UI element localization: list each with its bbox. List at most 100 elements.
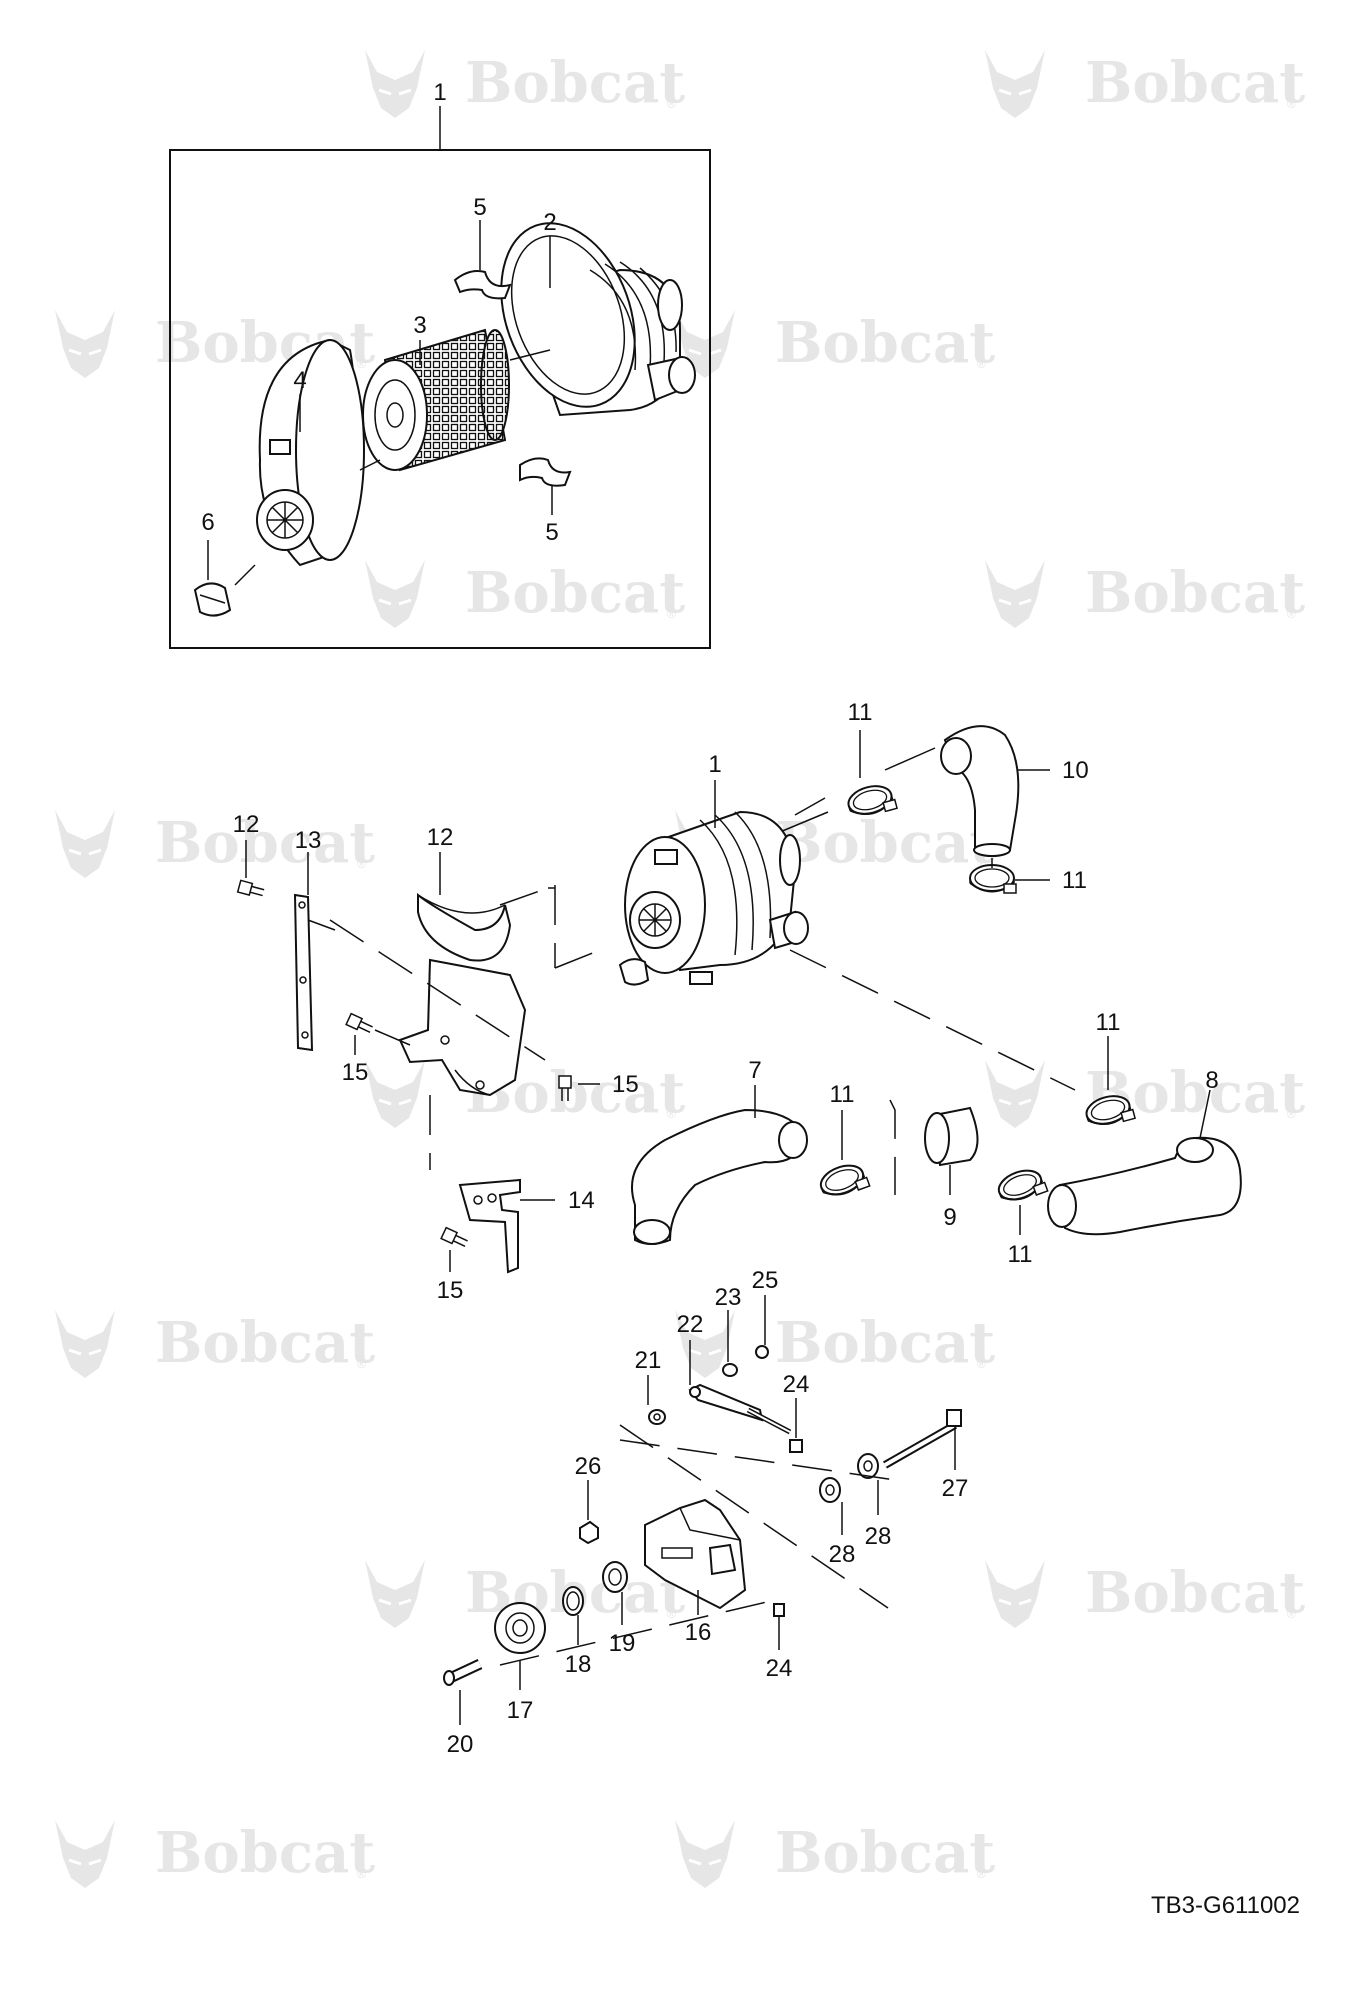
callout-label: 11	[830, 1081, 855, 1108]
svg-text:Bobcat: Bobcat	[155, 1820, 375, 1886]
brand-logo-icon	[363, 558, 427, 630]
hose-clamp	[993, 1163, 1049, 1208]
svg-text:Bobcat: Bobcat	[1085, 560, 1305, 626]
retaining-clip	[453, 270, 512, 300]
svg-text:®: ®	[667, 97, 676, 111]
hose-clamp	[815, 1158, 871, 1203]
rubber-isolator	[602, 1561, 628, 1593]
callout-label: 24	[783, 1371, 810, 1398]
hex-nut	[579, 1520, 599, 1545]
watermark: Bobcat ®	[983, 48, 1305, 120]
callout-label: 1	[708, 751, 721, 778]
callout-label: 15	[342, 1059, 369, 1086]
svg-text:®: ®	[977, 1357, 986, 1371]
air-cleaner-cover	[256, 338, 365, 567]
svg-text:®: ®	[977, 357, 986, 371]
svg-text:®: ®	[357, 1867, 366, 1881]
callout-label: 26	[575, 1453, 602, 1480]
watermark: Bobcat ®	[53, 1308, 375, 1380]
brand-logo-icon	[363, 1558, 427, 1630]
watermark: Bobcat ®	[983, 558, 1305, 630]
callout-label: 9	[943, 1204, 956, 1231]
bolt	[789, 1439, 803, 1453]
brand-logo-icon	[983, 558, 1047, 630]
callout-label: 7	[748, 1057, 761, 1084]
callout-label: 16	[685, 1619, 712, 1646]
callout-label: 20	[447, 1731, 474, 1758]
callout-label: 14	[568, 1187, 595, 1214]
shoulder-bolt	[443, 1659, 483, 1686]
watermark: Bobcat ®	[53, 808, 375, 880]
brand-logo-icon	[983, 1058, 1047, 1130]
hex-nut	[755, 1345, 769, 1359]
bolt	[440, 1226, 470, 1250]
callout-label: 12	[427, 824, 454, 851]
hose-coupling	[924, 1106, 979, 1167]
callout-label: 8	[1205, 1067, 1218, 1094]
watermark: Bobcat ®	[673, 808, 995, 880]
svg-text:®: ®	[667, 1107, 676, 1121]
svg-text:Bobcat: Bobcat	[775, 1310, 995, 1376]
callout-label: 3	[413, 312, 426, 339]
air-cleaner-assembly-exploded: 1 2 3	[169, 79, 711, 649]
rubber-mount	[494, 1602, 546, 1654]
watermark: Bobcat ®	[673, 1308, 995, 1380]
callout-label: 18	[565, 1651, 592, 1678]
long-bolt	[883, 1409, 962, 1469]
svg-text:®: ®	[357, 857, 366, 871]
callout-label: 15	[437, 1277, 464, 1304]
callout-label: 23	[715, 1284, 742, 1311]
callout-label: 10	[1062, 757, 1089, 784]
callout-label: 13	[295, 827, 322, 854]
svg-text:Bobcat: Bobcat	[775, 310, 995, 376]
brand-logo-icon	[673, 1818, 737, 1890]
air-cleaner-housing	[500, 222, 696, 417]
snap-ring	[562, 1586, 584, 1616]
mounting-plate	[644, 1498, 747, 1610]
mounting-strap	[293, 893, 314, 1052]
svg-text:®: ®	[1287, 607, 1296, 621]
svg-text:Bobcat: Bobcat	[775, 810, 995, 876]
watermark: Bobcat ®	[673, 1818, 995, 1890]
brand-logo-icon	[53, 808, 117, 880]
svg-text:Bobcat: Bobcat	[155, 1310, 375, 1376]
svg-text:Bobcat: Bobcat	[155, 810, 375, 876]
bolt	[773, 1603, 785, 1617]
air-cleaner-mounting-and-hoses: 10 11 11 1	[233, 699, 1242, 1304]
watermark: Bobcat ®	[673, 308, 995, 380]
callout-label: 11	[1062, 867, 1087, 894]
svg-text:®: ®	[977, 857, 986, 871]
callout-label: 11	[1096, 1009, 1121, 1036]
svg-text:Bobcat: Bobcat	[465, 560, 685, 626]
callout-label: 28	[829, 1541, 856, 1568]
watermark: Bobcat ®	[983, 1558, 1305, 1630]
svg-text:Bobcat: Bobcat	[1085, 1560, 1305, 1626]
callout-label: 1	[433, 79, 446, 106]
watermark: Bobcat ®	[363, 48, 685, 120]
brand-logo-icon	[363, 1058, 427, 1130]
callout-label: 27	[942, 1475, 969, 1502]
svg-text:®: ®	[1287, 1107, 1296, 1121]
vacuator-valve	[193, 582, 232, 617]
mounting-bracket	[398, 958, 527, 1097]
brand-logo-icon	[53, 1308, 117, 1380]
bolt	[345, 1012, 375, 1036]
watermark: Bobcat ®	[363, 558, 685, 630]
svg-text:®: ®	[1287, 1607, 1296, 1621]
filter-element	[362, 328, 510, 472]
callout-label: 4	[293, 367, 306, 394]
watermark: Bobcat ®	[53, 1818, 375, 1890]
brand-logo-icon	[983, 1558, 1047, 1630]
svg-text:®: ®	[667, 607, 676, 621]
callout-label: 21	[635, 1347, 662, 1374]
brand-logo-icon	[53, 1818, 117, 1890]
brand-watermark-layer: Bobcat ® Bobcat ® Bobcat ® Bobcat ® Bobc…	[53, 48, 1305, 1890]
document-id: TB3-G611002	[1151, 1892, 1300, 1919]
hose-clamp	[969, 864, 1017, 894]
callout-label: 25	[752, 1267, 779, 1294]
callout-label: 11	[848, 699, 873, 726]
air-cleaner-assembly	[618, 810, 809, 986]
svg-text:®: ®	[667, 1607, 676, 1621]
brand-logo-icon	[363, 48, 427, 120]
